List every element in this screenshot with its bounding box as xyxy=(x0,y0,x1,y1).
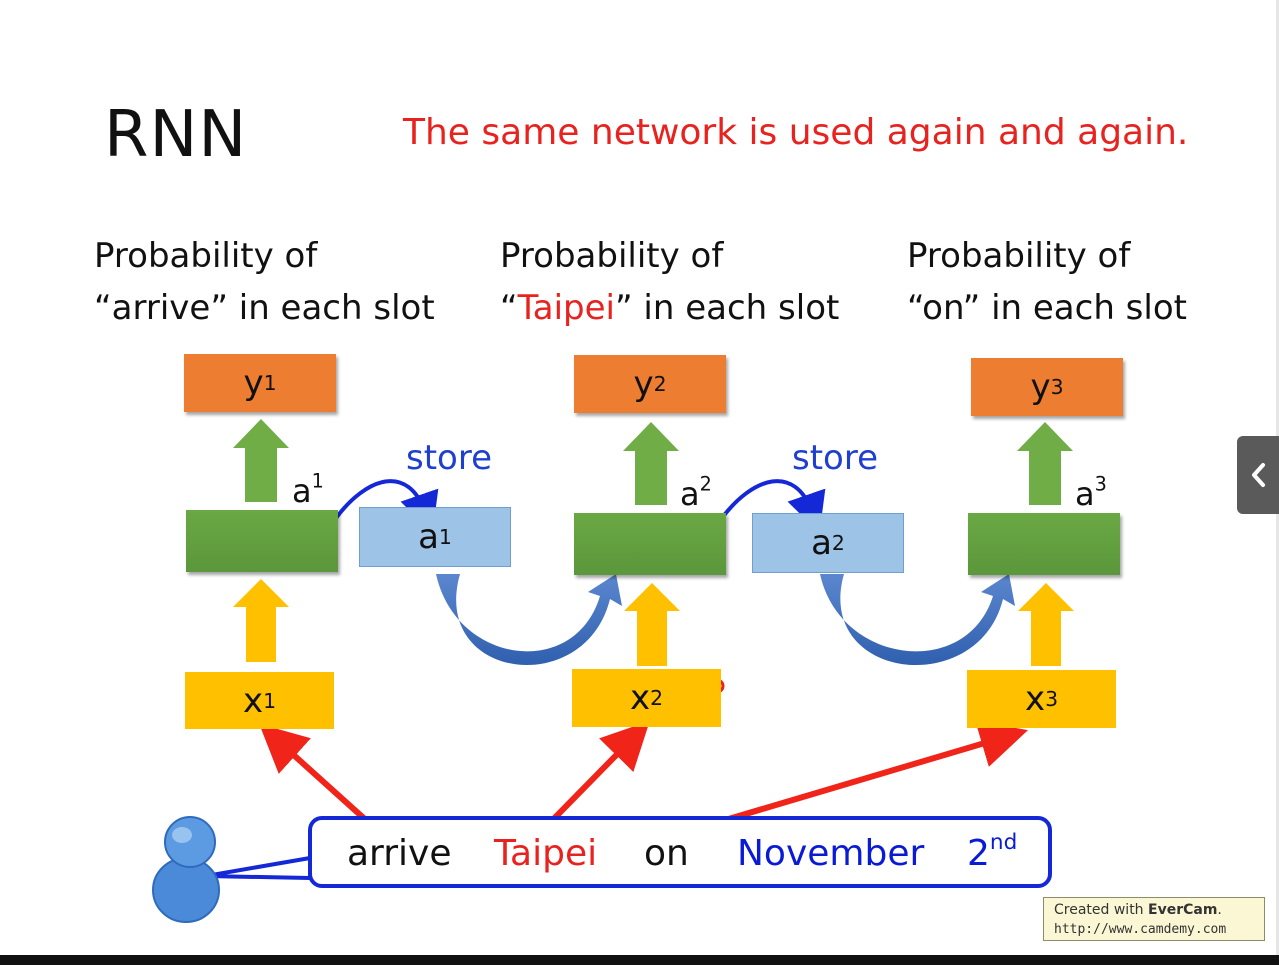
sentence-bubble xyxy=(308,816,1052,888)
slide-subtitle: The same network is used again and again… xyxy=(403,112,1189,153)
evercam-watermark: Created with EverCam. http://www.camdemy… xyxy=(1043,897,1265,941)
hidden-layer-1 xyxy=(186,510,338,572)
memory-feed-arrow-1 xyxy=(436,574,622,666)
up-arrow-yellow-1 xyxy=(233,579,289,662)
memory-feed-arrow-2 xyxy=(820,574,1015,666)
sidebar-toggle-button[interactable] xyxy=(1237,436,1279,514)
up-arrow-green-3 xyxy=(1017,422,1073,505)
up-arrow-yellow-2 xyxy=(624,583,680,666)
up-arrow-green-1 xyxy=(233,419,289,502)
word-taipei: Taipei xyxy=(494,833,598,874)
user-icon xyxy=(152,816,220,923)
hidden-label-2: a2 xyxy=(680,472,712,513)
caption-1: Probability of “arrive” in each slot xyxy=(94,236,435,328)
store-arrow-2 xyxy=(720,479,826,533)
chevron-left-icon xyxy=(1252,463,1265,487)
bubble-tail xyxy=(204,856,312,880)
store-arrow-1 xyxy=(334,479,439,533)
word-on: on xyxy=(644,833,689,874)
hidden-label-3: a3 xyxy=(1075,472,1107,513)
word-2nd: 2nd xyxy=(967,829,1018,874)
up-arrow-yellow-3 xyxy=(1018,583,1074,666)
store-label-1: store xyxy=(406,438,492,478)
word-arrive: arrive xyxy=(347,833,452,874)
caption-3: Probability of “on” in each slot xyxy=(907,236,1187,328)
slide-title: RNN xyxy=(104,98,248,172)
hidden-layer-2 xyxy=(574,513,726,575)
word-november: November xyxy=(737,833,925,874)
caption-2: Probability of “Taipei” in each slot xyxy=(500,236,840,328)
bottom-bar xyxy=(0,955,1279,965)
hidden-label-1: a1 xyxy=(292,469,324,510)
hidden-layer-3 xyxy=(968,513,1120,575)
store-label-2: store xyxy=(792,438,878,478)
up-arrow-green-2 xyxy=(623,422,679,505)
